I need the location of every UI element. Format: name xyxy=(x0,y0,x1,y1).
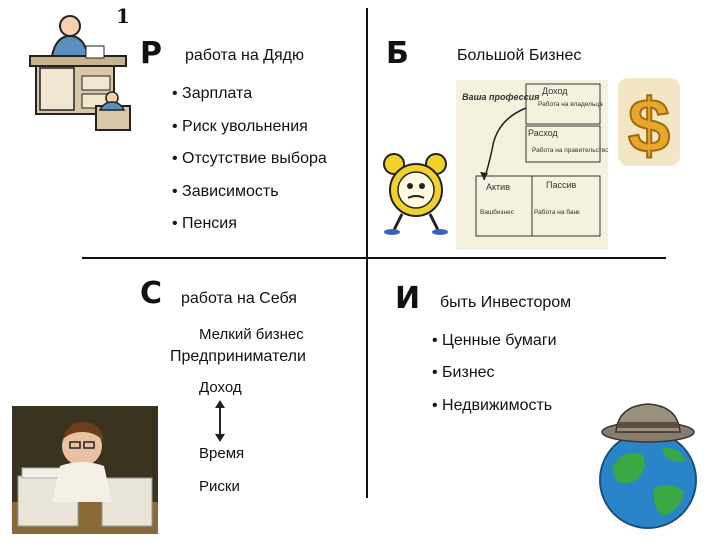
diagram-asset: Актив xyxy=(486,182,510,192)
quadrant-s-title: работа на Себя xyxy=(181,290,297,307)
quadrant-i-title: быть Инвестором xyxy=(440,294,572,311)
diagram-income: Доход xyxy=(542,86,568,96)
diagram-liability: Пассив xyxy=(546,180,577,190)
diagram-work-for-bank: Работа на банк xyxy=(534,208,580,216)
quadrant-r-bullet: Отсутствие выбора xyxy=(172,150,327,168)
cashflow-diagram: Ваша профессия Доход Работа на владельца… xyxy=(456,80,608,250)
diagram-arrow-head xyxy=(480,172,488,180)
time-label: Время xyxy=(199,445,245,462)
dollar-sign-icon: $ xyxy=(618,78,680,168)
quadrant-i-bullet: Ценные бумаги xyxy=(432,332,557,350)
diagram-flow-arrow xyxy=(483,107,527,181)
diagram-work-for-government: Работа на правительство xyxy=(532,146,608,154)
alarm-clock-icon xyxy=(383,153,448,235)
quadrant-i-bullet: Недвижимость xyxy=(432,397,552,415)
quadrant-i-letter: И xyxy=(395,281,421,316)
horizontal-divider xyxy=(82,257,666,259)
quadrant-r-bullet: Пенсия xyxy=(172,215,237,233)
diagram-work-for-owner: Работа на владельца xyxy=(538,100,603,108)
small-business-label: Мелкий бизнес xyxy=(199,326,304,343)
diagram-your-business: Вашбизнес xyxy=(480,208,515,216)
quadrant-i-bullet: Бизнес xyxy=(432,364,495,382)
svg-text:$: $ xyxy=(628,84,670,168)
diagram-expense: Расход xyxy=(528,128,558,138)
double-arrow-icon xyxy=(215,400,225,442)
quadrant-b-letter: Б xyxy=(386,36,409,71)
entrepreneurs-label: Предприниматели xyxy=(170,348,306,365)
quadrant-r-bullet: Зависимость xyxy=(172,183,279,201)
income-label: Доход xyxy=(199,379,242,396)
risks-label: Риски xyxy=(199,478,240,495)
quadrant-s-letter: С xyxy=(140,276,163,311)
quadrant-r-letter: Р xyxy=(140,36,162,71)
diagram-your-profession: Ваша профессия xyxy=(462,92,540,102)
top-left-mark: 1 xyxy=(116,4,130,28)
globe-with-hat-icon xyxy=(599,403,697,529)
overworked-person-photo xyxy=(12,406,158,534)
vertical-divider xyxy=(366,8,368,498)
quadrant-r-bullet: Риск увольнения xyxy=(172,118,308,136)
quadrant-b-title: Большой Бизнес xyxy=(457,47,582,64)
quadrant-r-title: работа на Дядю xyxy=(185,47,305,64)
quadrant-r-bullet: Зарплата xyxy=(172,85,252,103)
worker-at-desk-icon xyxy=(29,15,131,131)
